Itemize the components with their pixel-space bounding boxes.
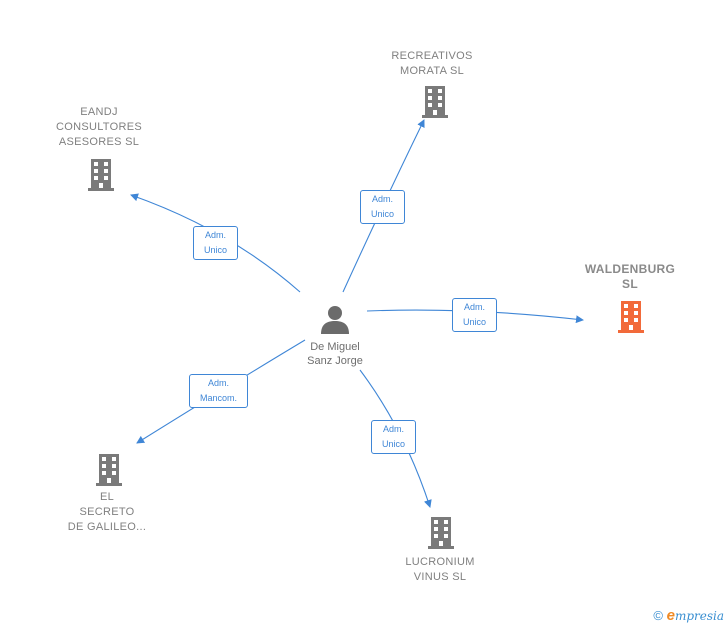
brand-logo-initial: e <box>666 607 675 624</box>
building-icon[interactable] <box>86 157 116 196</box>
role-badge-waldenburg[interactable]: Adm. Unico <box>452 298 497 332</box>
building-icon[interactable] <box>426 515 456 554</box>
role-badge-recreativos[interactable]: Adm. Unico <box>360 190 405 224</box>
role-badge-eandj[interactable]: Adm. Unico <box>193 226 238 260</box>
brand-footer: © empresia <box>653 607 724 624</box>
company-name-recreativos[interactable]: RECREATIVOS MORATA SL <box>391 50 473 77</box>
brand-logo-text: mpresia <box>674 609 724 623</box>
company-name-el-secreto[interactable]: EL SECRETO DE GALILEO... <box>67 491 147 533</box>
company-name-waldenburg[interactable]: WALDENBURG SL <box>584 262 676 291</box>
company-name-eandj[interactable]: EANDJ CONSULTORES ASESORES SL <box>55 106 143 148</box>
building-icon[interactable] <box>616 299 646 338</box>
company-name-lucronium[interactable]: LUCRONIUM VINUS SL <box>405 556 475 583</box>
person-icon[interactable] <box>319 304 351 339</box>
role-badge-lucronium[interactable]: Adm. Unico <box>371 420 416 454</box>
role-badge-el-secreto[interactable]: Adm. Mancom. <box>189 374 248 408</box>
copyright-symbol: © <box>653 608 663 623</box>
person-name[interactable]: De Miguel Sanz Jorge <box>307 341 363 367</box>
building-icon[interactable] <box>420 84 450 123</box>
building-icon[interactable] <box>94 452 124 491</box>
